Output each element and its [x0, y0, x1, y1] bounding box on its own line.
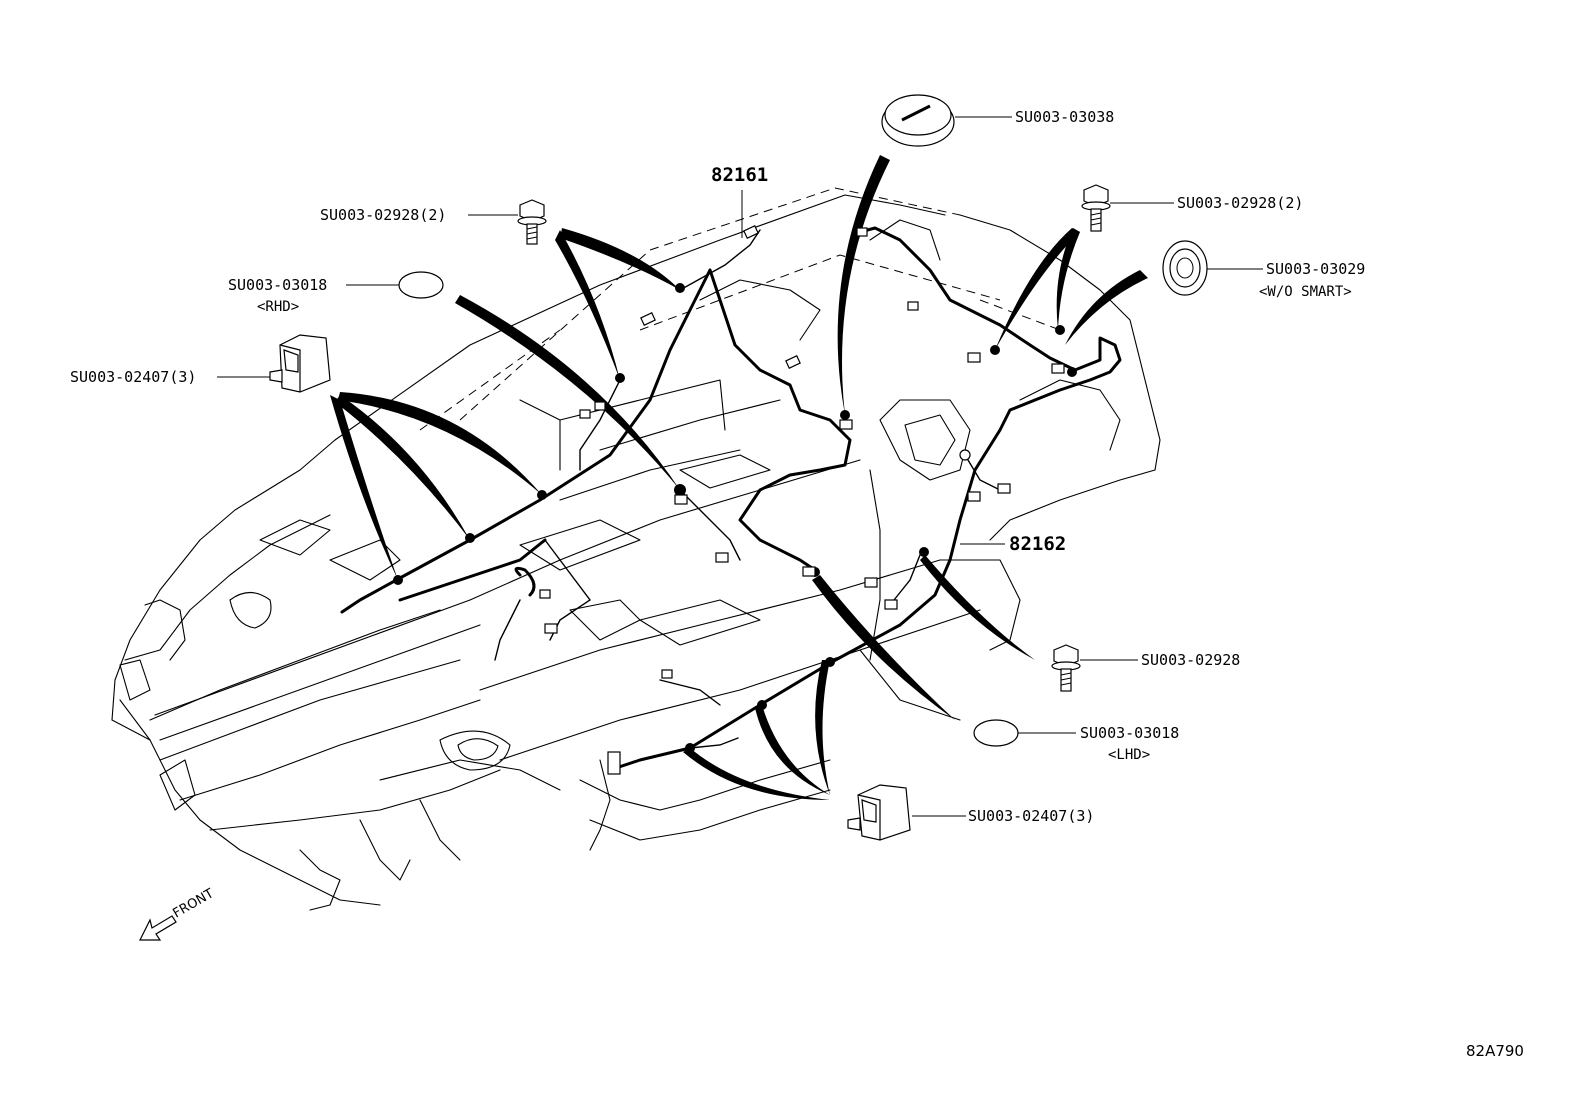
harness-clamp-icon	[269, 334, 331, 393]
callout-clamp-left-code: SU003-02407(3)	[70, 368, 196, 386]
callout-plug-wo-smart-note: <W/O SMART>	[1259, 284, 1352, 300]
callout-plug-lhd-code: SU003-03018	[1080, 724, 1179, 742]
harness-connectors	[539, 225, 1065, 775]
harness-bands	[330, 155, 1148, 800]
harness-junctions	[393, 283, 1077, 753]
leader-lines	[217, 116, 1263, 817]
harness-clamp-icon	[847, 784, 911, 841]
callout-bolt-left-code: SU003-02928(2)	[320, 206, 446, 224]
harness-82162-routing	[608, 226, 1122, 772]
hex-flange-bolt-icon	[1081, 184, 1111, 232]
diagram-reference-code: 82A790	[1466, 1042, 1524, 1060]
callout-clamp-right-code: SU003-02407(3)	[968, 807, 1094, 825]
callout-plug-lhd-note: <LHD>	[1108, 747, 1150, 763]
harness-82162-label: 82162	[1009, 533, 1066, 555]
part-number-labels: 82161 82162	[711, 164, 1066, 555]
callout-labels: SU003-03038 SU003-02928(2) SU003-02928(2…	[70, 108, 1365, 825]
callout-plug-rhd-code: SU003-03018	[228, 276, 327, 294]
grommet-plug-icon	[881, 94, 955, 147]
grommet-plug-icon	[398, 271, 444, 299]
grommet-plug-icon	[1162, 240, 1208, 296]
callout-plug-rhd-note: <RHD>	[257, 299, 299, 315]
front-label: FRONT	[171, 886, 217, 921]
harness-82161-label: 82161	[711, 164, 768, 186]
hex-flange-bolt-icon	[517, 199, 547, 245]
callout-bolt-right-top-code: SU003-02928(2)	[1177, 194, 1303, 212]
harness-82161-routing	[340, 229, 852, 661]
callout-plug-wo-smart-code: SU003-03029	[1266, 260, 1365, 278]
front-arrow-icon: FRONT	[139, 886, 217, 941]
grommet-plug-icon	[973, 719, 1019, 747]
vehicle-body-outline	[111, 187, 1161, 911]
hex-flange-bolt-icon	[1051, 644, 1081, 692]
callout-plug-top-code: SU003-03038	[1015, 108, 1114, 126]
callout-bolt-right-mid-code: SU003-02928	[1141, 651, 1240, 669]
